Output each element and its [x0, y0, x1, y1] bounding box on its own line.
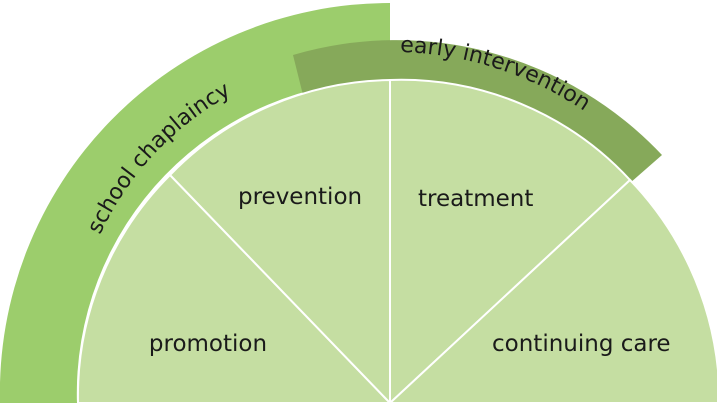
segment-prevention: [168, 78, 391, 403]
segment-promotion: [76, 173, 392, 403]
segment-continuing-care: [388, 178, 718, 403]
label-prevention: prevention: [238, 184, 362, 210]
label-treatment: treatment: [418, 186, 533, 212]
segment-treatment: [389, 78, 632, 403]
label-promotion: promotion: [149, 331, 267, 357]
early-intervention-band: [293, 40, 662, 184]
label-continuing-care: continuing care: [492, 331, 671, 357]
